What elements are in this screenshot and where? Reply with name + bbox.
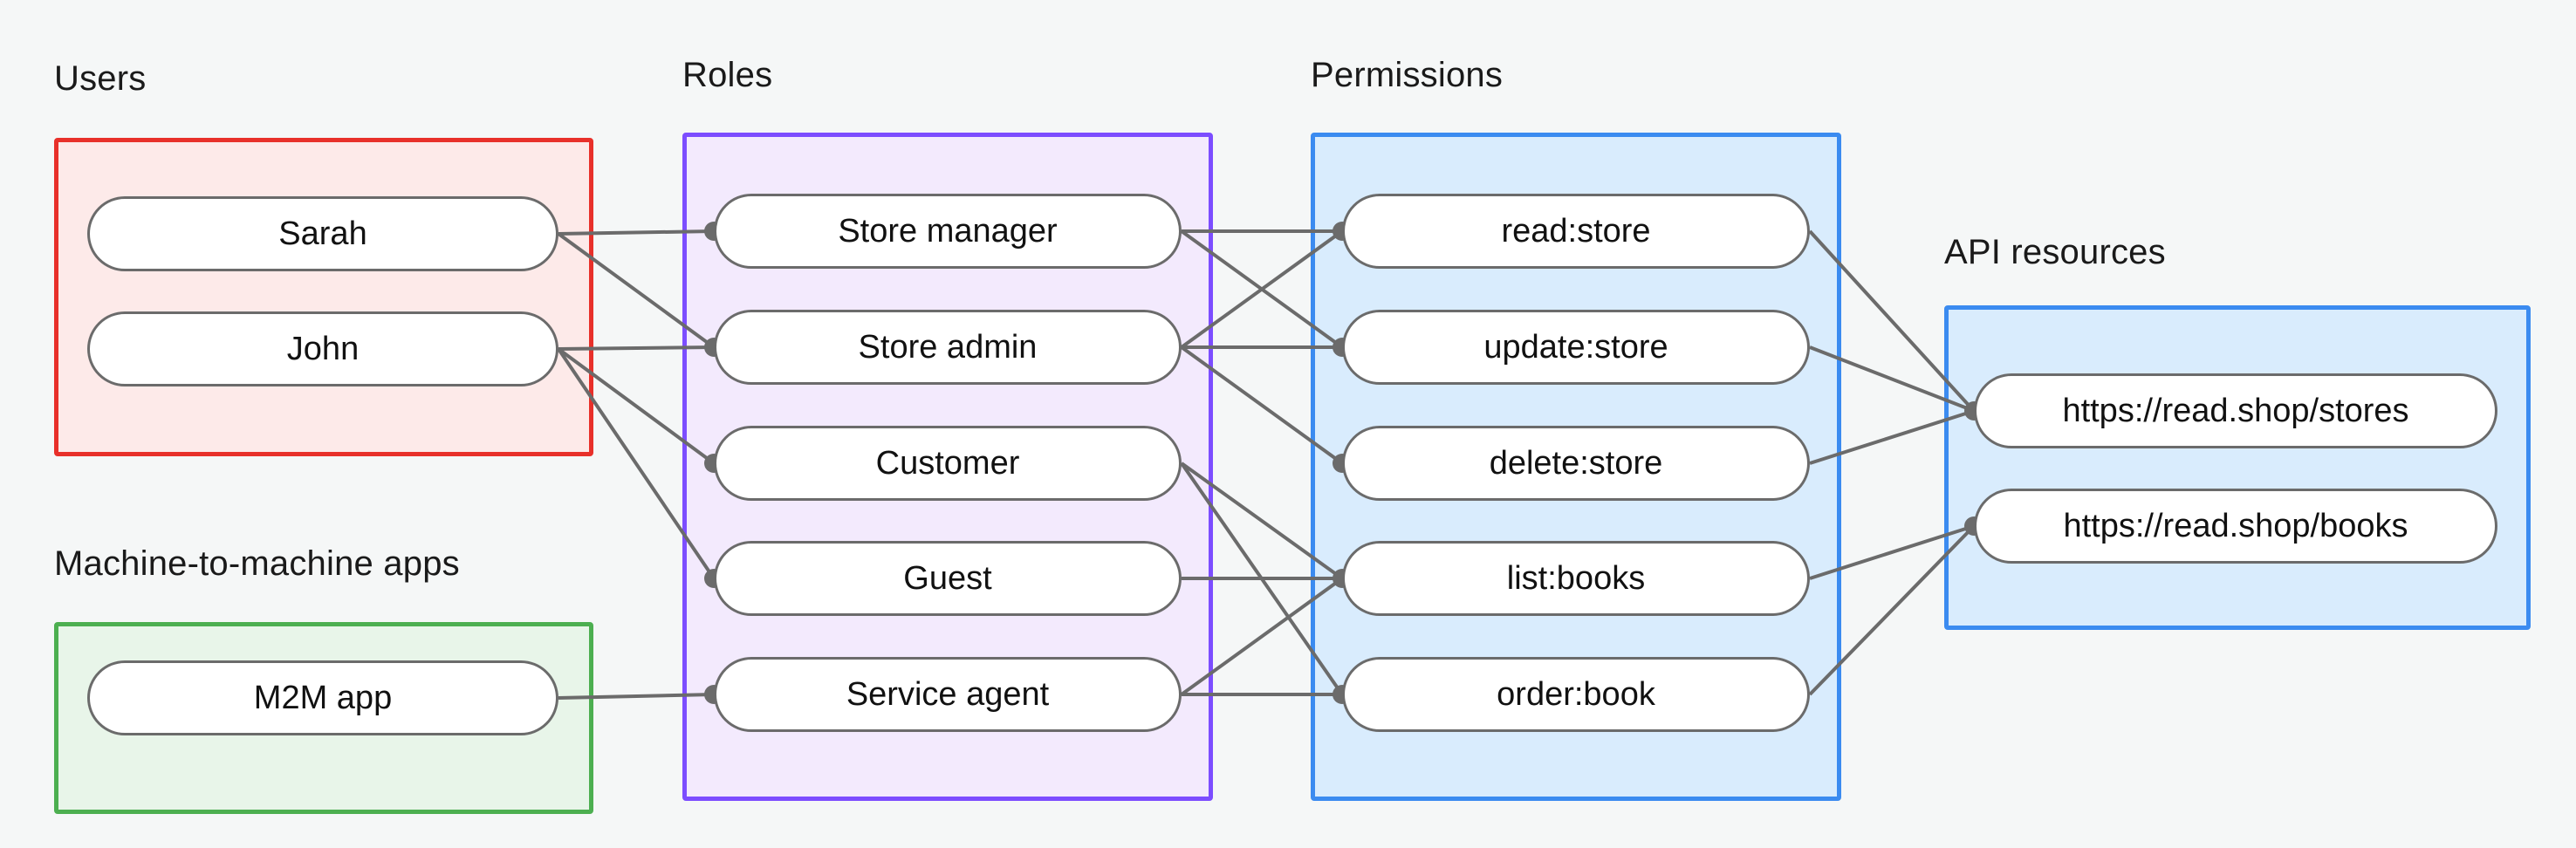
node-books-url[interactable]: https://read.shop/books [1974, 489, 2497, 564]
node-read-store[interactable]: read:store [1342, 194, 1810, 269]
group-title-api-resources: API resources [1944, 233, 2166, 271]
node-m2mapp[interactable]: M2M app [87, 660, 558, 735]
node-john[interactable]: John [87, 311, 558, 386]
node-delete-store[interactable]: delete:store [1342, 426, 1810, 501]
node-customer[interactable]: Customer [714, 426, 1182, 501]
group-title-roles: Roles [682, 56, 773, 94]
node-guest[interactable]: Guest [714, 541, 1182, 616]
node-stores-url[interactable]: https://read.shop/stores [1974, 373, 2497, 448]
node-sarah[interactable]: Sarah [87, 196, 558, 271]
group-title-users: Users [54, 59, 147, 98]
node-store-admin[interactable]: Store admin [714, 310, 1182, 385]
group-title-m2m: Machine-to-machine apps [54, 544, 460, 583]
group-box-api-resources [1944, 305, 2531, 630]
group-box-users [54, 138, 593, 456]
node-store-manager[interactable]: Store manager [714, 194, 1182, 269]
node-order-book[interactable]: order:book [1342, 657, 1810, 732]
node-service-agent[interactable]: Service agent [714, 657, 1182, 732]
node-list-books[interactable]: list:books [1342, 541, 1810, 616]
node-update-store[interactable]: update:store [1342, 310, 1810, 385]
group-title-permissions: Permissions [1311, 56, 1504, 94]
